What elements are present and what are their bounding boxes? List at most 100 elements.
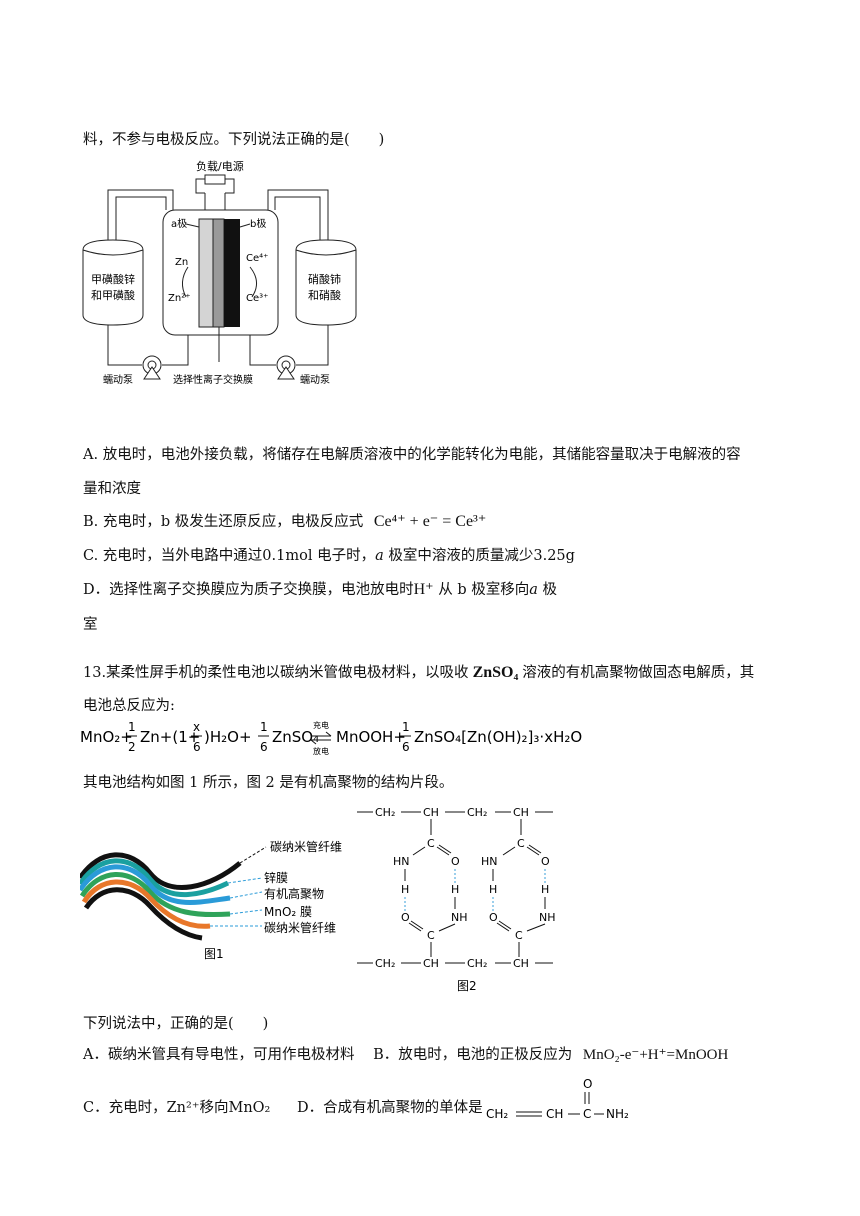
q13-stem-part2: 溶液的有机高聚物做固态电解质，其 [522,665,755,681]
eq-charge-label: 充电 [313,720,329,730]
left-pump-label: 蠕动泵 [103,374,133,386]
eq-product: ZnSO₄[Zn(OH)₂]₃·xH₂O [414,728,582,746]
fig2-h-2: H [451,883,459,896]
fig2-o-top-2: O [541,855,550,868]
q13-option-b-equation: MnO₂-e⁻+H⁺=MnOOH [582,1047,729,1063]
fig2-c-bottom-2: C [515,929,523,942]
q13-option-a: A．碳纳米管具有导电性，可用作电极材料 [83,1047,355,1063]
ce4-label: Ce⁴⁺ [246,253,268,264]
cnt-fiber-bottom [83,887,203,941]
fig2-bottom-ch-2: CH [513,957,529,970]
q13-structure-line: 其电池结构如图 1 所示，图 2 是有机高聚物的结构片段。 [83,775,454,791]
eq-frac4-den: 6 [402,740,410,754]
fig2-h-1: H [401,883,409,896]
fig2-hn-2: HN [481,855,498,868]
q13-options-ab: A．碳纳米管具有导电性，可用作电极材料 B．放电时，电池的正极反应为 MnO₂-… [83,1043,728,1064]
fig2-c-top-1: C [427,837,435,850]
right-pump-label: 蠕动泵 [300,374,330,386]
monomer-ch2: CH₂ [486,1107,508,1121]
load-box [204,174,226,185]
q13-stem-line2: 电池总反应为: [83,698,175,714]
figure-1-battery-structure: 碳纳米管纤维 锌膜 有机高聚物 MnO₂ 膜 碳纳米管纤维 图1 [80,839,342,961]
fig2-h-4: H [541,883,549,896]
q12-option-d-proton: H⁺ [413,581,434,598]
ce3-label: Ce³⁺ [246,293,268,304]
q12-option-b: B. 充电时，b 极发生还原反应，电极反应式 Ce⁴⁺ + e⁻ = Ce³⁺ [83,510,486,531]
fig2-bottom-ch-1: CH [423,957,439,970]
fig2-top-ch2-1: CH₂ [375,806,395,819]
b-pole-label: b极 [250,217,266,230]
fig1-label-zinc: 锌膜 [264,871,288,885]
q12-option-c-italic: a [375,548,384,564]
cnt-fiber-top [80,852,242,890]
eq-mnooh: MnOOH+ [336,728,406,746]
zn-arrow [182,266,189,298]
q12-option-d-line2: 室 [83,617,98,633]
eq-znso4: ZnSO₄ [272,728,319,746]
fig2-c-bottom-1: C [427,929,435,942]
right-tank [295,239,357,326]
q12-option-b-text: B. 充电时，b 极发生还原反应，电极反应式 [83,514,364,530]
fig2-nh-1: NH [451,911,468,924]
fig2-top-ch-2: CH [513,806,529,819]
q12-option-d-italic: a [529,582,538,598]
eq-discharge-label: 放电 [313,746,329,756]
fig2-hn-1: HN [393,855,410,868]
monomer-c: C [583,1107,591,1121]
eq-frac2-num: x [193,720,200,734]
fig1-caption: 图1 [204,947,224,961]
q12-option-c: C. 充电时，当外电路中通过0.1mol 电子时，a 极室中溶液的质量减少3.2… [83,544,575,565]
fig2-top-ch2-2: CH₂ [467,806,487,819]
q12-option-c-tail: 极室中溶液的质量减少3.25g [383,548,575,564]
eq-frac3-den: 6 [260,740,268,754]
fig1-label-polymer: 有机高聚物 [264,886,324,901]
fig2-o-bottom-2: O [489,911,498,924]
q12-option-d-mid: 从 b 极室移向 [433,582,530,598]
fig1-label-cnt-top: 碳纳米管纤维 [270,839,342,854]
fig2-c-top-2: C [517,837,525,850]
flow-battery-figure: 负载/电源 a极 b极 Zn Zn²⁺ Ce⁴⁺ Ce³⁺ 甲磺酸锌 和甲磺酸 … [82,159,357,386]
eq-frac2-den: 6 [193,740,201,754]
right-tank-line2: 和硝酸 [308,288,341,302]
polymer-layer [80,864,231,905]
left-tank-line1: 甲磺酸锌 [91,272,135,286]
monomer-structure: O CH₂ CH C NH₂ [486,1077,629,1121]
eq-frac1-den: 2 [128,740,136,754]
monomer-ch: CH [546,1107,563,1121]
q13-total-reaction: MnO₂+ 1 2 Zn+(1+ x 6 )H₂O+ 1 6 ZnSO₄ 充电 … [80,720,582,756]
eq-frac3-num: 1 [260,720,268,734]
eq-zn: Zn+(1+ [140,728,200,746]
fig2-o-top-1: O [451,855,460,868]
q12-option-d-line1: D．选择性离子交换膜应为质子交换膜，电池放电时H⁺ 从 b 极室移向a 极 [83,578,557,599]
fig1-label-cnt-bottom: 碳纳米管纤维 [264,920,336,935]
fig2-bottom-ch2-2: CH₂ [467,957,487,970]
wire-right [225,178,235,194]
fig2-o-bottom-1: O [401,911,410,924]
monomer-o: O [583,1077,592,1091]
q13-znso4: ZnSO₄ [472,664,519,681]
electrode-a [198,218,214,328]
figure-2-polymer-structure: CH₂ CH CH₂ CH C C HN O HN O H H H H O NH [357,806,556,993]
left-tank [82,239,144,326]
zn-label: Zn [175,257,188,268]
fig2-nh-2: NH [539,911,556,924]
intro-line: 料，不参与电极反应。下列说法正确的是( ) [83,132,385,148]
q12-option-b-equation: Ce⁴⁺ + e⁻ = Ce³⁺ [373,513,487,530]
fig2-h-3: H [489,883,497,896]
fig2-bottom-ch2-1: CH₂ [375,957,395,970]
q12-option-c-text: C. 充电时，当外电路中通过0.1mol 电子时， [83,548,376,564]
q12-option-a-line1: A. 放电时，电池外接负载，将储存在电解质溶液中的化学能转化为电能，其储能容量取… [83,447,741,463]
green-layer [80,872,231,918]
q12-option-d-tail: 极 [537,582,557,598]
q13-option-d-text: D．合成有机高聚物的单体是 [296,1100,483,1116]
q13-option-c: C．充电时，Zn²⁺移向MnO₂ [83,1100,271,1116]
mno2-layer [81,879,211,929]
left-tank-line2: 和甲磺酸 [91,288,135,302]
q13-option-b-text: B．放电时，电池的正极反应为 [373,1047,573,1063]
eq-frac4-num: 1 [402,720,410,734]
electrode-b [224,219,240,327]
q12-option-d-text: D．选择性离子交换膜应为质子交换膜，电池放电时 [83,582,414,598]
wire-left [195,178,205,194]
zinc-layer [80,858,230,897]
